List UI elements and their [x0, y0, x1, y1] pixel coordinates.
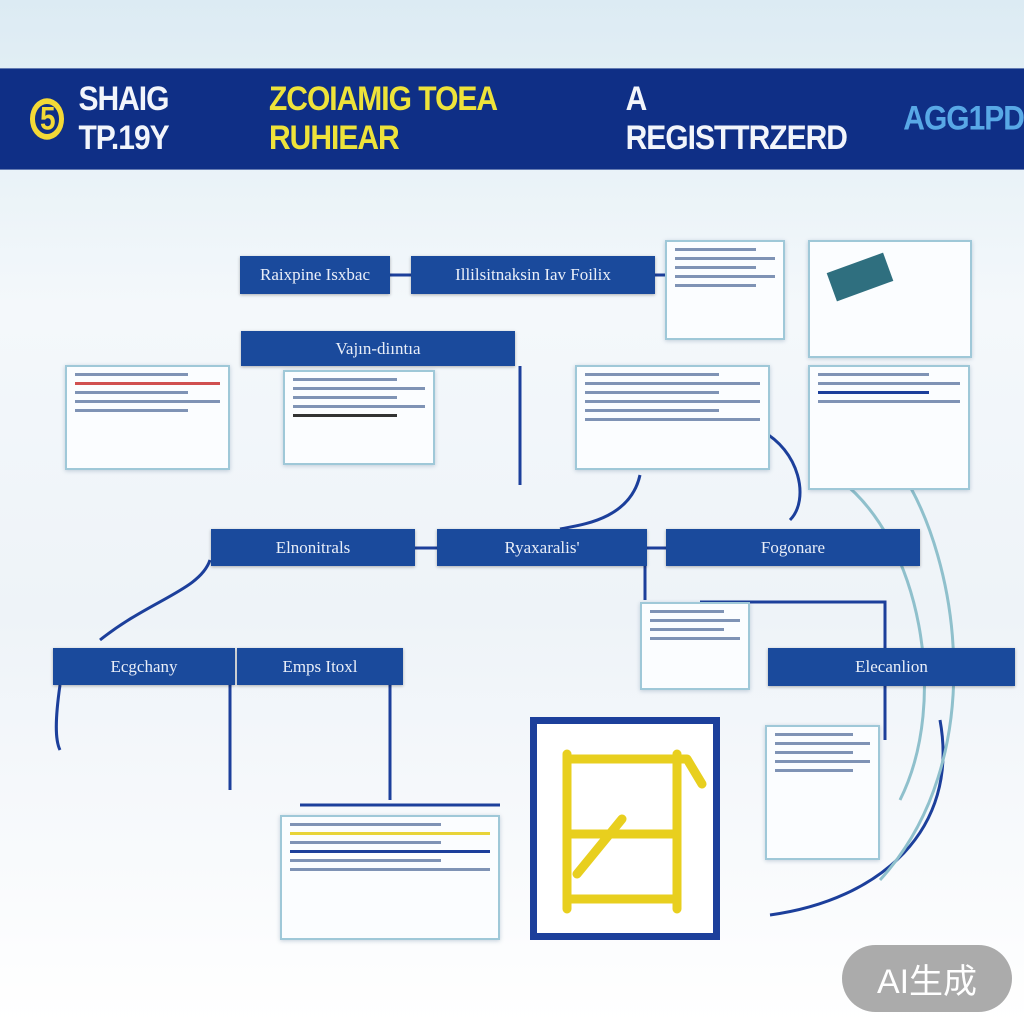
connector — [700, 600, 887, 648]
ladder-icon — [562, 749, 707, 914]
box-elnonitrals: Elnonitrals — [211, 529, 415, 566]
thumbnail-machine — [65, 365, 230, 470]
box-fogonare: Fogonare — [666, 529, 920, 566]
box-emps-itoxl: Emps Itoxl — [237, 648, 403, 685]
thumbnail-form — [665, 240, 785, 340]
box-raixpine: Raixpine Isxbac — [240, 256, 390, 294]
thumbnail-document — [575, 365, 770, 470]
box-vajin: Vajın-diıntıa — [241, 331, 515, 366]
connector — [559, 474, 642, 531]
thumbnail-device — [808, 365, 970, 490]
box-illilsitnaksin: Illilsitnaksin Iav Foilix — [411, 256, 655, 294]
connector — [99, 559, 212, 642]
logo: 5 — [30, 98, 65, 140]
connector — [54, 684, 62, 751]
ladder-panel — [530, 717, 720, 940]
title-banner: 5 SHAIG TP.19Y ZCOIAMIG TOEA RUHIEAR A R… — [0, 68, 1024, 170]
box-ecgchany: Ecgchany — [53, 648, 235, 685]
title-part-4: AGG1PD — [903, 99, 1024, 138]
thumbnail-report — [280, 815, 500, 940]
title-part-1: SHAIG TP.19Y — [78, 79, 169, 157]
thumbnail-mountain — [283, 370, 435, 465]
title-part-3: A REGISTTRZERD — [625, 79, 848, 157]
connector — [839, 478, 926, 801]
thumbnail-floorplan — [765, 725, 880, 860]
thumbnail-pyramid — [640, 602, 750, 690]
box-elecanlion: Elecanlion — [768, 648, 1015, 686]
thumbnail-tool — [808, 240, 972, 358]
title-part-2: ZCOIAMIG TOEA RUHIEAR — [268, 79, 497, 157]
box-ryaxaralis: Ryaxaralis' — [437, 529, 647, 566]
connector — [759, 428, 802, 522]
ai-generated-watermark: AI生成 — [842, 945, 1012, 1012]
